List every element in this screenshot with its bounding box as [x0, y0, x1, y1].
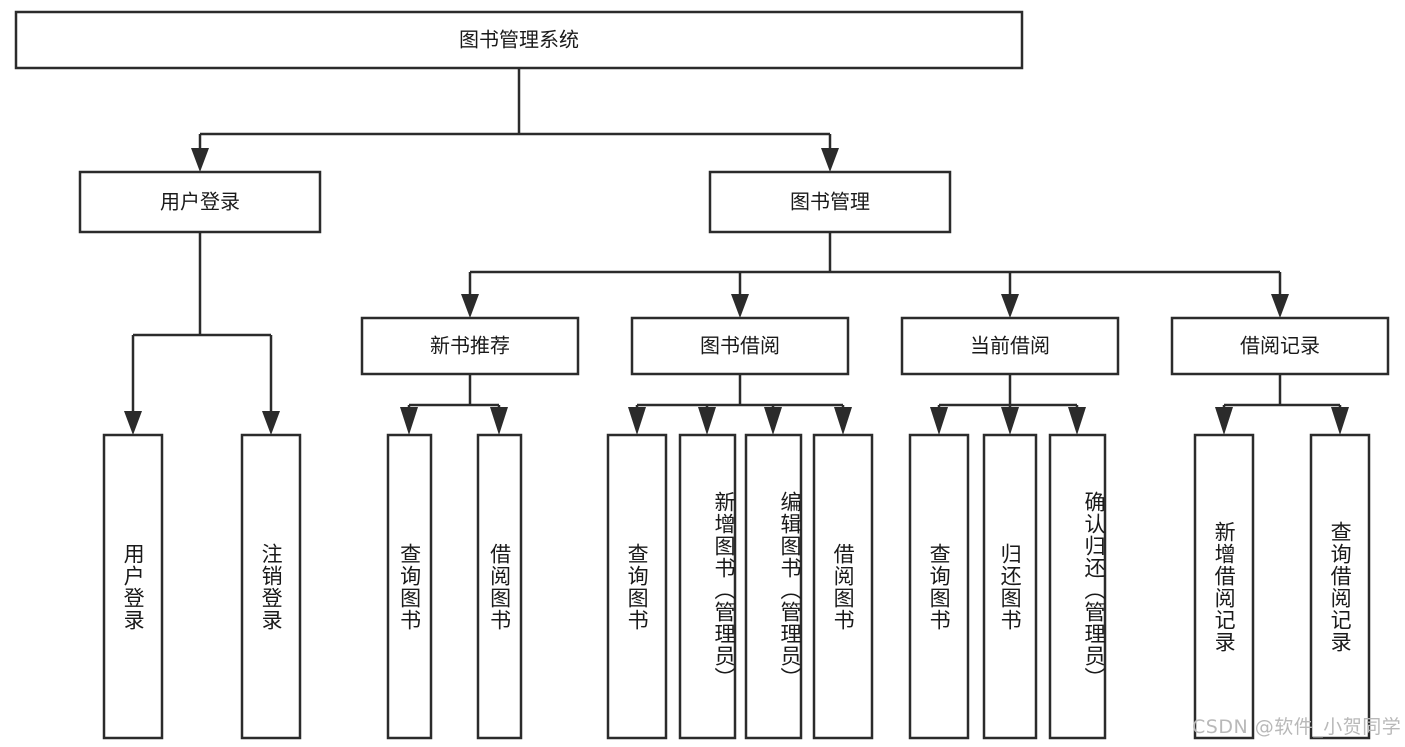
arrow-head-book-borrow-4: [834, 407, 852, 435]
node-box-leaf-borrow-book[interactable]: [812, 433, 874, 740]
arrow-head-current-borrow-2: [1001, 407, 1019, 435]
node-box-leaf-borrow-book-rec[interactable]: [476, 433, 523, 740]
node-box-leaf-user-logout[interactable]: [240, 433, 302, 740]
connector-group-borrow-record: [1215, 374, 1349, 435]
connector-group-current-borrow: [930, 374, 1086, 435]
node-box-leaf-confirm-return-admin[interactable]: [1048, 433, 1107, 740]
node-box-book-management[interactable]: [708, 170, 952, 234]
node-box-new-book-recommend[interactable]: [360, 316, 580, 376]
connector-group-root: [191, 68, 839, 172]
node-box-leaf-query-borrow-record[interactable]: [1309, 433, 1371, 740]
node-box-leaf-add-book-admin[interactable]: [678, 433, 737, 740]
arrow-head-book-borrow-3: [764, 407, 782, 435]
arrow-head-current-borrow-1: [930, 407, 948, 435]
connector-group-book-borrow: [628, 374, 852, 435]
arrow-head-book-mgmt-4: [1271, 294, 1289, 318]
arrow-head-root-to-book-mgmt: [821, 148, 839, 172]
node-label-book-management: 图书管理: [790, 190, 870, 214]
node-box-leaf-user-login[interactable]: [102, 433, 164, 740]
node-label-new-book-recommend: 新书推荐: [430, 334, 510, 358]
arrow-head-current-borrow-3: [1068, 407, 1086, 435]
connector-group-user-login: [124, 232, 280, 435]
connector-group-new-book-rec: [400, 374, 508, 435]
arrow-head-user-login-2: [262, 411, 280, 435]
node-box-leaf-edit-book-admin[interactable]: [744, 433, 803, 740]
arrow-head-root-to-user-login: [191, 148, 209, 172]
node-label-user-login: 用户登录: [160, 190, 240, 214]
arrow-head-book-mgmt-3: [1001, 294, 1019, 318]
csdn-watermark: CSDN @软件_小贺同学: [1192, 716, 1402, 738]
node-label-current-borrow: 当前借阅: [970, 334, 1050, 358]
node-box-leaf-query-book-rec[interactable]: [386, 433, 433, 740]
node-box-user-login[interactable]: [78, 170, 322, 234]
arrow-head-new-book-rec-1: [400, 407, 418, 435]
node-label-borrow-record: 借阅记录: [1240, 334, 1320, 358]
arrow-head-book-mgmt-1: [461, 294, 479, 318]
node-box-system-root[interactable]: [14, 10, 1024, 70]
node-box-leaf-query-book-current[interactable]: [908, 433, 970, 740]
arrow-head-user-login-1: [124, 411, 142, 435]
arrow-head-book-mgmt-2: [731, 294, 749, 318]
connector-group-book-mgmt: [461, 232, 1289, 318]
node-label-book-borrow: 图书借阅: [700, 334, 780, 358]
arrow-head-borrow-record-2: [1331, 407, 1349, 435]
node-box-leaf-add-borrow-record[interactable]: [1193, 433, 1255, 740]
arrow-head-book-borrow-1: [628, 407, 646, 435]
node-box-current-borrow[interactable]: [900, 316, 1120, 376]
node-box-leaf-query-book-borrow[interactable]: [606, 433, 668, 740]
node-label-system-root: 图书管理系统: [459, 28, 579, 52]
node-box-leaf-return-book[interactable]: [982, 433, 1038, 740]
node-box-borrow-record[interactable]: [1170, 316, 1390, 376]
arrow-head-new-book-rec-2: [490, 407, 508, 435]
arrow-head-book-borrow-2: [698, 407, 716, 435]
arrow-head-borrow-record-1: [1215, 407, 1233, 435]
node-box-book-borrow[interactable]: [630, 316, 850, 376]
